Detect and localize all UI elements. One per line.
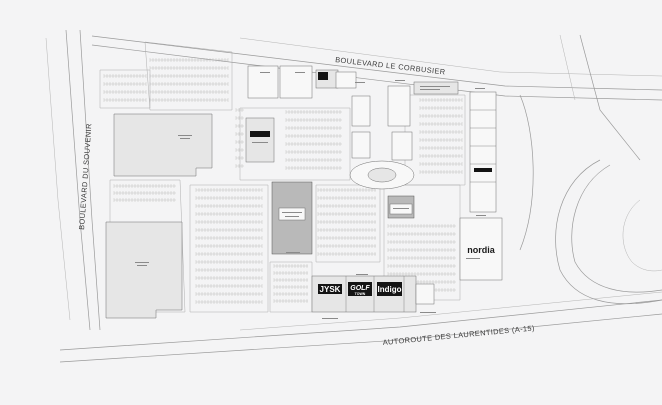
building-mid-1 <box>351 95 371 127</box>
building-west-upper <box>113 113 213 177</box>
buildings <box>105 65 503 319</box>
anchor-store-label-box <box>278 207 306 221</box>
building-nw-4 <box>335 71 357 89</box>
nordia-building <box>459 217 503 281</box>
svg-text:TOWN: TOWN <box>355 292 366 296</box>
jysk-logo: JYSK <box>318 284 342 294</box>
south-retail-end <box>415 283 435 305</box>
svg-text:GOLF: GOLF <box>350 285 370 292</box>
svg-text:JYSK: JYSK <box>320 285 341 294</box>
building-nw-1 <box>247 65 279 99</box>
plaza-centre <box>367 167 397 183</box>
indigo-logo: Indigo <box>377 282 402 296</box>
store-logo-center-left <box>250 131 270 137</box>
svg-text:nordia: nordia <box>467 245 495 255</box>
fine-print-marks <box>135 72 486 319</box>
parking-lots <box>99 41 466 313</box>
east-strip-mall <box>469 91 497 213</box>
building-nw-2 <box>279 65 313 99</box>
road-label-souvenir: BOULEVARD DU SOUVENIR <box>77 123 93 230</box>
golf-town-logo: GOLF TOWN <box>348 282 372 296</box>
building-mid-3 <box>413 81 459 95</box>
east-strip-logo <box>474 168 492 172</box>
parking-stalls <box>103 58 463 304</box>
road-label-a15: AUTOROUTE DES LAURENTIDES (A-15) <box>382 323 535 347</box>
store-logo-small <box>318 72 328 80</box>
building-center-left <box>245 117 275 163</box>
building-west-lower <box>105 221 183 319</box>
building-mid-5 <box>391 131 413 161</box>
nordia-logo: nordia <box>467 245 495 255</box>
building-mid-4 <box>351 131 371 159</box>
svg-text:Indigo: Indigo <box>378 285 402 294</box>
building-mid-2 <box>387 85 411 127</box>
